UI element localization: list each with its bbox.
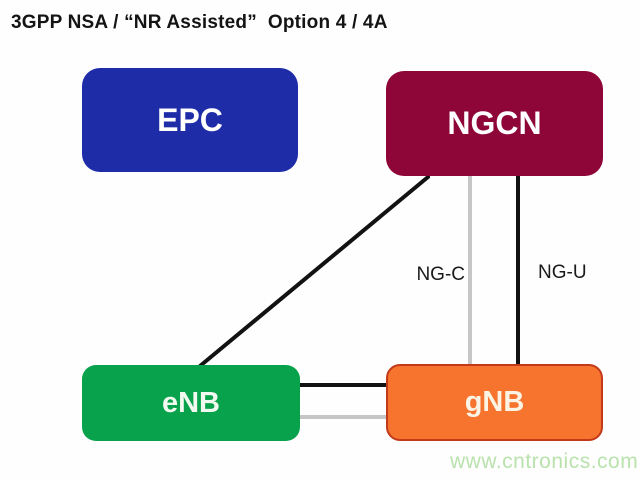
node-enb: eNB [82, 365, 300, 441]
node-epc-label: EPC [157, 101, 223, 138]
node-enb-label: eNB [161, 386, 220, 419]
link-label-ng-u: NG-U [538, 262, 587, 283]
watermark-text: www.cntronics.com [450, 450, 639, 473]
link-label-ng-c: NG-C [416, 264, 465, 285]
node-epc: EPC [82, 68, 298, 172]
node-gnb-label: gNB [464, 386, 525, 418]
link-ngcn-enb-line [198, 175, 430, 368]
diagram-title: 3GPP NSA / “NR Assisted” Option 4 / 4A [11, 12, 388, 33]
node-ngcn-label: NGCN [447, 105, 542, 141]
node-ngcn: NGCN [386, 71, 603, 176]
node-gnb: gNB [386, 364, 603, 441]
